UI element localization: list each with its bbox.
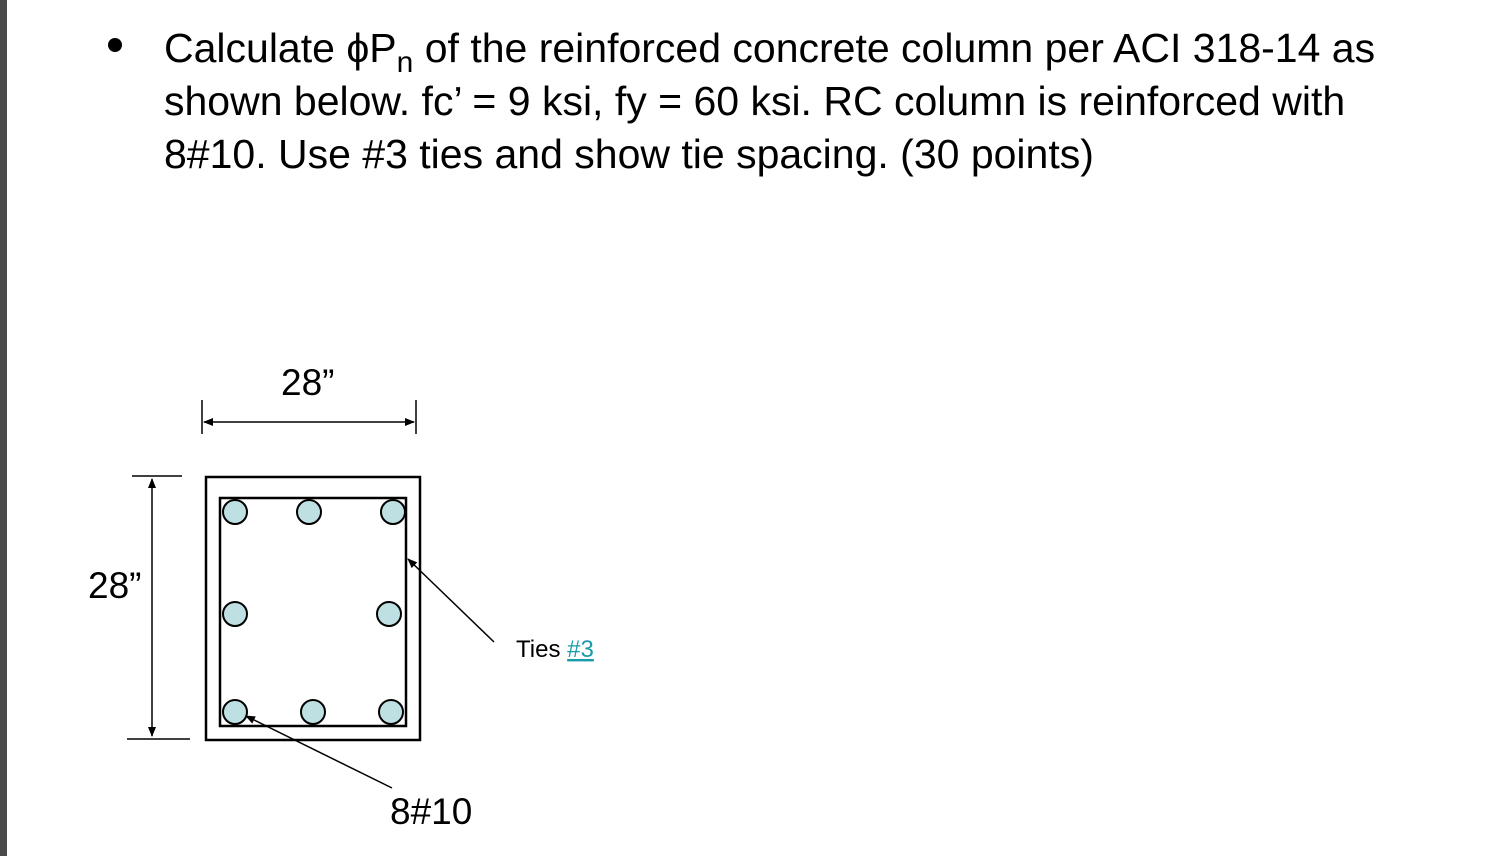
phi-symbol: ϕ bbox=[346, 25, 370, 71]
question-line-1: Calculate ϕPn of the reinforced concrete… bbox=[164, 22, 1494, 78]
question-line-2: shown below. fc’ = 9 ksi, fy = 60 ksi. R… bbox=[164, 78, 1346, 124]
subscript-n: n bbox=[396, 46, 414, 79]
question-line-3: 8#10. Use #3 ties and show tie spacing. … bbox=[164, 131, 1094, 177]
rebar-1 bbox=[222, 499, 248, 525]
column-outline bbox=[204, 475, 422, 742]
height-dimension-label: 28” bbox=[88, 565, 141, 606]
tie-outline bbox=[218, 496, 408, 728]
left-edge-bar bbox=[0, 0, 7, 856]
width-dimension-label: 28” bbox=[281, 362, 334, 403]
question-text: Calculate ϕPn of the reinforced concrete… bbox=[164, 22, 1494, 181]
ties-leader-arrow bbox=[407, 558, 495, 643]
rebar-3 bbox=[380, 499, 406, 525]
rebar-7 bbox=[300, 699, 326, 725]
ties-label: Ties #3 bbox=[516, 636, 594, 663]
bullet-point bbox=[108, 38, 122, 52]
bars-label: 8#10 bbox=[390, 791, 472, 832]
rebar-group bbox=[222, 499, 406, 725]
rebar-5 bbox=[376, 601, 402, 627]
question-line-1-start: Calculate bbox=[164, 25, 347, 71]
rebar-6 bbox=[222, 699, 248, 725]
bars-leader-arrow bbox=[245, 715, 393, 789]
rebar-2 bbox=[296, 499, 322, 525]
ties-size-link[interactable]: #3 bbox=[567, 636, 594, 663]
ties-label-text: Ties bbox=[516, 636, 567, 663]
rebar-4 bbox=[222, 601, 248, 627]
p-symbol: P bbox=[369, 25, 397, 71]
rebar-8 bbox=[378, 699, 404, 725]
question-line-1-end: of the reinforced concrete column per AC… bbox=[413, 25, 1376, 71]
